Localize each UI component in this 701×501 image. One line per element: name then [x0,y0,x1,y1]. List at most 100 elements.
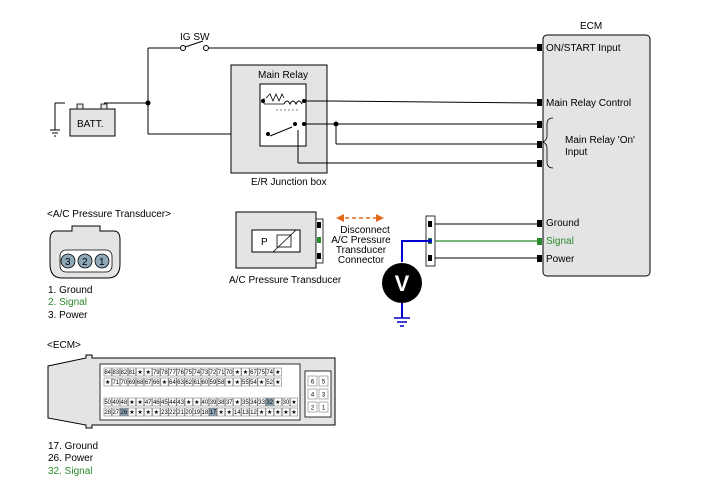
conn-pin-1 [94,253,110,269]
ecm-legend-2: 26. Power [48,453,94,464]
transducer-legend-1: 1. Ground [48,285,92,296]
ecm-side-pin-cell [318,388,329,400]
ecm-pin-cell [209,377,217,387]
ecm-pin-label: 27 [112,410,119,416]
ecm-pin-cell [160,367,169,377]
ecm-pin-label: ★ [275,399,280,406]
ecm-pin-cell [209,407,217,417]
ecm-pin-cell [265,397,274,407]
ecm-pin-cell [273,397,282,407]
ecm-pin-cell [273,377,282,387]
transducer-arrow [272,229,297,253]
conn-pin-2-label: 2 [82,257,88,268]
ecm-on-start-label: ON/START Input [546,43,621,54]
ecm-pin-cell [249,367,258,377]
conn-pin-3-label: 3 [65,257,71,268]
ecm-pin-label: ★ [137,399,142,406]
ecm-pin-cell [103,377,112,387]
ecm-pin-label: ★ [243,369,248,376]
ecm-pin-label: 72 [210,370,217,376]
ecm-pin-cell [192,407,201,417]
ecm-pin-cell [111,377,120,387]
transducer-symbol: P [261,237,268,248]
ecm-pin-cell [241,367,250,377]
ecm-pin-label: 77 [169,370,176,376]
ecm-pin-cell [249,377,258,387]
relay-switch [269,126,293,137]
ecm-pin-cell [217,367,226,377]
ecm-pin-label: 22 [169,410,176,416]
ecm-pin-cell [136,407,145,417]
ecm-pin-cell [128,377,136,387]
ecm-pin-label: 74 [193,370,200,376]
ecm-pin-cell [257,377,266,387]
ecm-pin-label: 33 [258,400,265,406]
ecm-pin-label: 55 [242,380,249,386]
ecm-pin-cell [200,397,209,407]
ecm-pin-cell [265,367,274,377]
ecm-pin-label: 62 [185,380,192,386]
ecm-pin-label: 20 [185,410,192,416]
relay-terminal-1 [266,132,270,136]
ecm-pin-cell [281,407,290,417]
ecm-pin-cell [249,397,258,407]
ecm-pin-cell [111,407,120,417]
ecm-pin-label: 37 [226,400,233,406]
ecm-pin-label: 84 [104,370,111,376]
ecm-pin-cell [152,407,161,417]
ecm-pin-label: ★ [105,379,110,386]
ecm-pin-cell [128,407,136,417]
ecm-ground-label: Ground [546,218,579,229]
ecm-pin-label: 69 [129,380,136,386]
ecm-pin-cell [257,407,266,417]
disconnect-line-1: Disconnect [340,225,390,236]
ecm-side-pin-label: 5 [322,380,326,386]
ecm-pin-on-start [537,44,542,51]
transducer-legend-2: 2. Signal [48,297,87,308]
ecm-pin-label: 54 [250,380,257,386]
ecm-pin-cell [152,377,161,387]
ecm-pin-cell [168,377,177,387]
ecm-pin-cell [192,397,201,407]
ecm-pin-label: ★ [227,379,232,386]
ecm-pin-cell [209,397,217,407]
ecm-pin-signal [537,238,542,245]
ecm-pin-cell [233,397,242,407]
transducer-pin-1 [317,253,321,259]
ecm-pin-cell [233,377,242,387]
ecm-pin-cell [200,367,209,377]
ecm-pin-label: 40 [202,400,209,406]
ecm-pin-cell [249,407,258,417]
disconnect-line-3: Transducer [336,245,387,256]
ecm-pin-label: ★ [129,399,134,406]
ecm-pin-cell [136,377,145,387]
ecm-pin-label: 14 [234,410,241,416]
ecm-connector-title: <ECM> [47,340,81,351]
ecm-pin-cell [168,407,177,417]
ecm-pin-label: ★ [137,409,142,416]
ecm-legend-1: 17. Ground [48,441,98,452]
ecm-pin-label: 48 [121,400,128,406]
ecm-pin-label: 73 [202,370,209,376]
ecm-pin-cell [225,377,234,387]
ecm-pin-label: 52 [266,380,273,386]
ecm-pin-cell [144,397,153,407]
ecm-main-relay-on-label-2: Input [565,147,587,158]
ecm-side-pin-label: 6 [311,380,315,386]
ecm-pin-label: 75 [185,370,192,376]
ecm-pin-cell [225,407,234,417]
ig-sw-label: IG SW [180,32,210,43]
ecm-pin-label: 46 [153,400,160,406]
ecm-pin-label: 63 [177,380,184,386]
ecm-pin-label: ★ [275,369,280,376]
ecm-pin-cell [273,407,282,417]
brace [542,117,554,169]
ecm-pin-cell [144,377,153,387]
ecm-pin-cell [265,407,274,417]
ecm-pin-cell [184,367,193,377]
ecm-pin-label: 67 [250,370,257,376]
disconnect-line-4: Connector [338,255,385,266]
main-relay-box [259,83,307,147]
ecm-side-pin-cell [307,401,318,413]
transducer-element [251,229,301,253]
